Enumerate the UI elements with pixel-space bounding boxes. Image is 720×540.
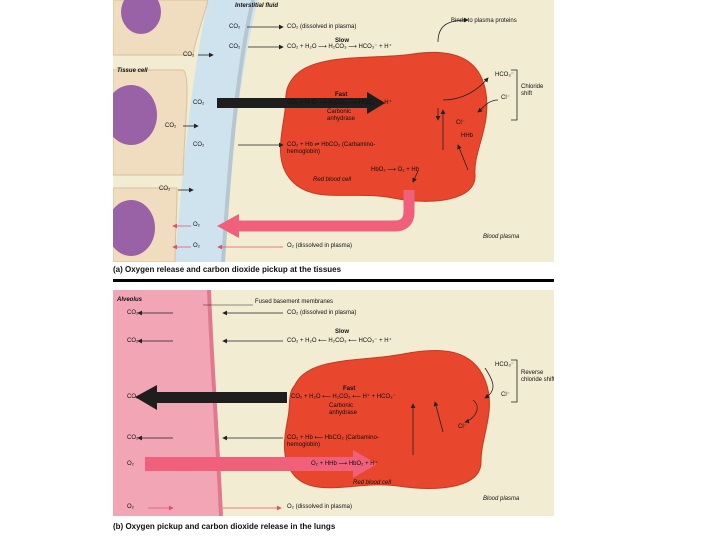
fast-label: Fast [343,386,356,392]
o2-label: O₂ [127,504,134,510]
o2-pink-arrow-body [145,457,355,471]
co2-label: CO₂ [127,338,139,344]
co2-label: CO₂ [159,186,171,192]
fast-label: Fast [335,92,348,98]
co2-black-arrow-head [135,385,157,410]
fused-membranes-label: Fused basement membranes [255,299,334,305]
slow-reaction-eq: CO₂ + H₂O ⟵ H₂CO₃ ⟵ HCO₃⁻ + H⁺ [287,338,392,344]
cl-label: Cl⁻ [456,120,465,126]
dissolved-co2-eq: CO₂ (dissolved in plasma) [287,310,357,316]
co2-black-arrow-body [155,392,287,403]
co2-black-arrow-body [217,98,367,108]
co2-label: CO₂ [127,310,139,316]
alveolus-label: Alveolus [117,297,143,303]
o2-pink-arrow-head [217,214,239,238]
lung-diagram [113,290,518,516]
tissue-exchange-panel: Interstitial fluid Tissue cell CO₂ CO₂ (… [113,0,554,262]
chloride-shift-label: Chloride shift [521,84,544,97]
fast-reaction-eq: CO₂ + H₂O ⟶ H₂CO₃ ⟶ HCO₃⁻ + H⁺ [287,100,392,106]
o2-label: O₂ [193,243,200,249]
carbamino-eq: CO₂ + Hb ⇌ HbCO₂ (Carbamino-hemoglobin) [287,142,376,155]
panel-divider [113,279,554,282]
slow-label: Slow [335,38,350,44]
co2-label: CO₂ [127,435,139,441]
carbamino-eq: CO₂ + Hb ⟵ HbCO₂ (Carbamino-hemoglobin) [287,435,379,448]
red-blood-cell [279,51,488,202]
blood-plasma-label: Blood plasma [483,496,520,502]
o2-label: O₂ [193,222,200,228]
o2-pink-arrow [235,190,415,232]
carbonic-anhydrase-label: Carbonic anhydrase [329,403,358,416]
o2-pink-arrow-head [353,450,377,478]
nucleus-2 [113,85,157,145]
hco3-label: HCO₃⁻ [495,362,514,368]
interstitial-fluid-label: Interstitial fluid [235,3,279,9]
interstitial-fluid-band [175,0,258,262]
cl-label: Cl⁻ [458,424,467,430]
co2-label: CO₂ [193,100,205,106]
co2-label: CO₂ [165,123,177,129]
o2-label: O₂ [127,461,134,467]
co2-label: CO₂ [193,142,205,148]
red-blood-cell [283,349,490,489]
red-blood-cell-label: Red blood cell [313,177,352,183]
panel-b-caption: (b) Oxygen pickup and carbon dioxide rel… [113,522,336,531]
nucleus-3 [113,200,155,256]
co2-black-arrow-head [367,92,385,114]
lung-exchange-panel: Alveolus Fused basement membranes CO₂ CO… [113,290,554,516]
hhb-label: HHb [461,133,474,139]
panel-a-caption: (a) Oxygen release and carbon dioxide pi… [113,265,342,274]
nucleus-1 [121,0,161,34]
slow-label: Slow [335,329,350,335]
carbonic-anhydrase-label: Carbonic anhydrase [327,109,356,122]
co2-label: CO₂ [229,24,241,30]
reverse-chloride-shift-label: Reverse chloride shift [521,370,554,383]
cl-label: Cl⁻ [501,392,510,398]
dissolved-o2-eq: O₂ (dissolved in plasma) [287,504,353,510]
binds-plasma-proteins-label: Binds to plasma proteins [451,18,517,24]
co2-label: CO₂ [229,44,241,50]
hbo2-eq: HbO₂ ⟶ O₂ + Hb [371,167,420,173]
hbo2-eq: O₂ + HHb ⟶ HbO₂ + H⁺ [311,461,378,467]
dissolved-co2-eq: CO₂ (dissolved in plasma) [287,24,357,30]
fast-reaction-eq: CO₂ + H₂O ⟵ H₂CO₃ ⟵ H⁺ + HCO₃⁻ [291,394,396,400]
co2-label: CO₂ [127,394,139,400]
red-blood-cell-label: Red blood cell [353,480,392,486]
tissue-diagram [113,0,518,262]
dissolved-o2-eq: O₂ (dissolved in plasma) [287,243,353,249]
tissue-cell-label: Tissue cell [117,68,148,74]
slow-reaction-eq: CO₂ + H₂O ⟶ H₂CO₃ ⟶ HCO₃⁻ + H⁺ [287,44,392,50]
co2-label: CO₂ [183,52,195,58]
hco3-label: HCO₃⁻ [495,72,514,78]
cl-label: Cl⁻ [501,95,510,101]
blood-plasma-label: Blood plasma [483,234,520,240]
